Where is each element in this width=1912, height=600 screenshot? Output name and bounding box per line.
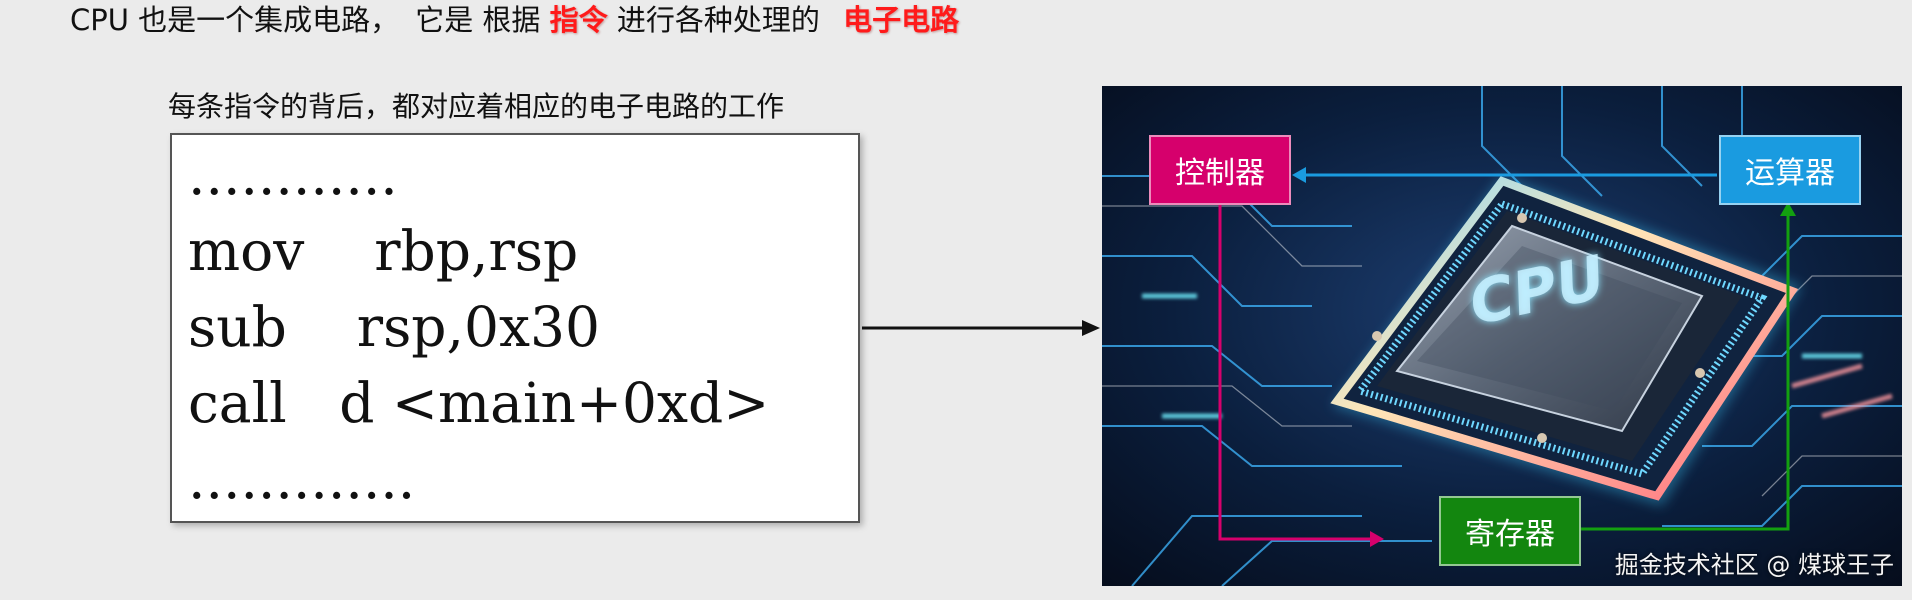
headline-part-3: 进行各种处理的	[616, 3, 820, 37]
code-line-call: call d <main+0xd>	[188, 371, 770, 435]
data-flow-arrows	[1218, 167, 1796, 547]
subheading: 每条指令的背后，都对应着相应的电子电路的工作	[168, 90, 785, 123]
right-arrow-icon	[862, 320, 1100, 336]
cpu-illustration: CPU 控制器 运算器 寄存器 掘金技术社区 @ 煤球王子	[1102, 86, 1902, 586]
assembly-code-box: ............ mov rbp,rsp sub rsp,0x30 ca…	[170, 133, 860, 523]
code-line-mov: mov rbp,rsp	[188, 219, 579, 283]
code-line-ellipsis-bottom: .............	[188, 447, 416, 511]
headline-part-1: CPU 也是一个集成电路，	[70, 3, 400, 37]
headline-highlight-circuit: 电子电路	[843, 3, 960, 37]
register-label: 寄存器	[1439, 496, 1581, 566]
headline-part-2: 它是 根据	[415, 3, 541, 37]
headline: CPU 也是一个集成电路， 它是 根据 指令 进行各种处理的 电子电路	[70, 0, 959, 40]
watermark: 掘金技术社区 @ 煤球王子	[1614, 551, 1894, 579]
controller-label: 控制器	[1149, 135, 1291, 205]
alu-label: 运算器	[1719, 135, 1861, 205]
code-line-ellipsis-top: ............	[188, 143, 398, 207]
headline-highlight-instruction: 指令	[549, 3, 608, 37]
code-line-sub: sub rsp,0x30	[188, 295, 600, 359]
